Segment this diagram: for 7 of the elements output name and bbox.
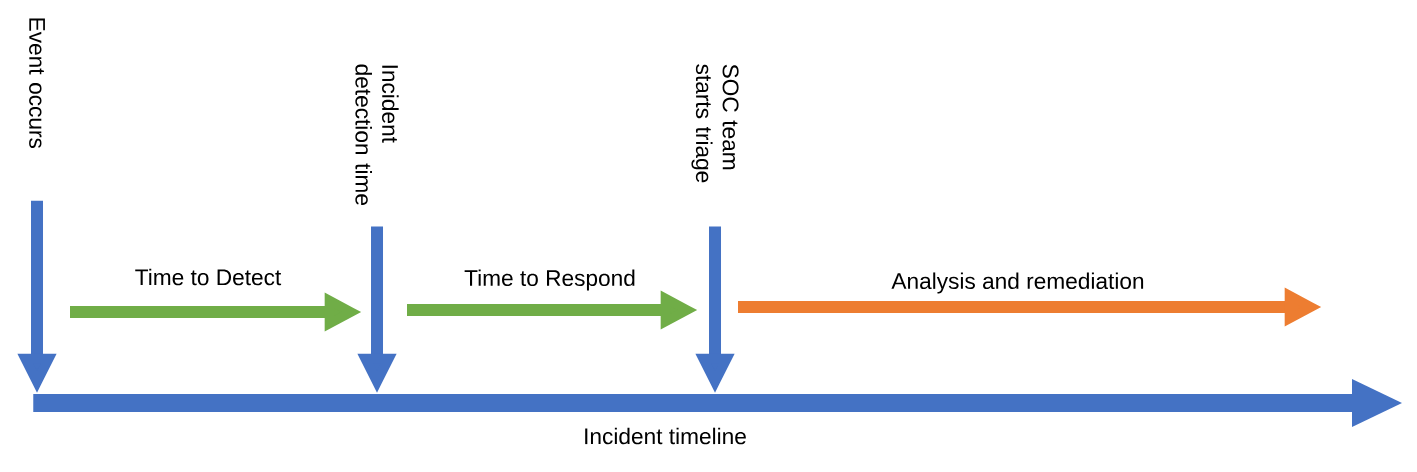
timeline-label: Incident timeline bbox=[585, 427, 746, 445]
rotated-label: Incident detection time bbox=[355, 64, 399, 205]
rotated-label: SOC team starts triage bbox=[691, 64, 739, 183]
arrow-label: Time to Detect bbox=[135, 268, 282, 286]
rotated-label: Event occurs bbox=[29, 18, 45, 149]
arrow-label: Time to Respond bbox=[464, 269, 635, 291]
arrow-label: Analysis and remediation bbox=[891, 272, 1144, 294]
